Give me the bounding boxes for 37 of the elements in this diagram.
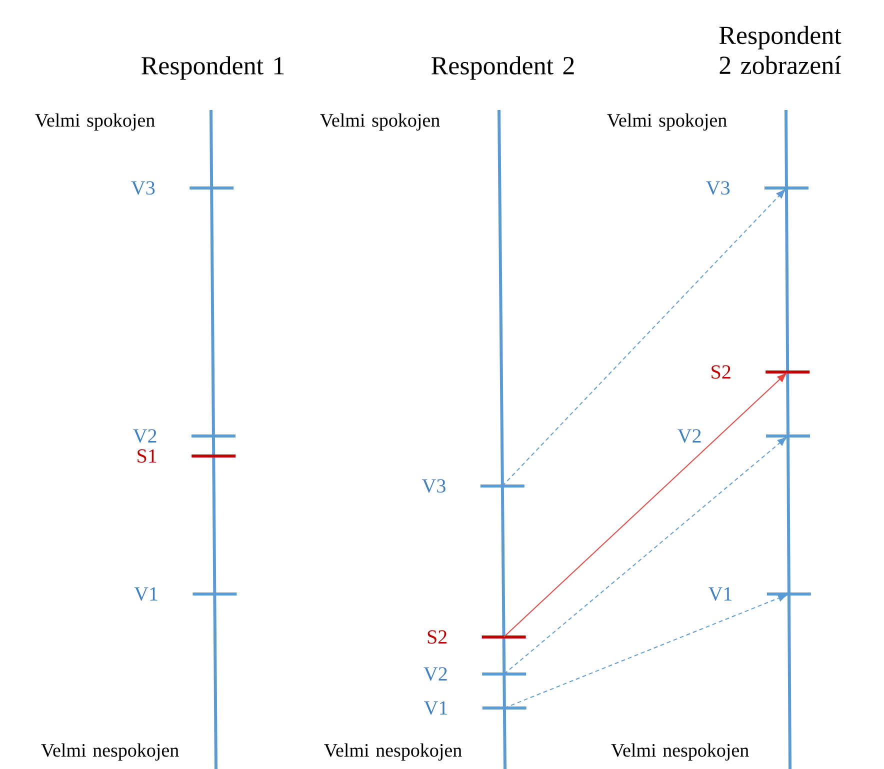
node-label: V1 [134,587,158,601]
node-label: V1 [708,587,732,601]
arrow [504,594,788,708]
node-label: S2 [428,630,446,644]
scale-end-label: Velmi spokojen [320,113,440,131]
scale-tick: S2 [712,365,810,379]
node-label: V3 [422,479,446,493]
scale-end-label: Velmi nespokojen [41,743,179,761]
scale-tick: V3 [422,479,524,493]
column-heading: Respondent 2 [432,56,574,80]
node-label: V3 [706,181,730,195]
arrow [503,372,787,638]
node-label: V2 [133,429,156,443]
column-heading: Respondent 1 [142,56,284,80]
scale-tick: V2 [678,429,810,443]
scale-end-label: Velmi spokojen [35,113,155,131]
node-label: V2 [424,667,447,681]
node-label: S2 [712,365,730,379]
arrow [504,436,787,674]
node-label: S1 [138,449,156,463]
scale-end-label: Velmi spokojen [607,113,727,131]
scale-end-label: Velmi nespokojen [324,743,462,761]
column-heading: Respondent 2 zobrazení [719,26,842,74]
scale-tick: V2 [424,667,526,681]
node-label: V3 [131,181,155,195]
scale-end-label: Velmi nespokojen [611,743,749,761]
scale-tick: S2 [428,630,526,644]
node-label: V2 [678,429,701,443]
arrow [502,189,786,486]
scale-tick: V1 [708,587,811,601]
scale-tick: S1 [138,449,236,463]
scale-tick: V3 [131,181,234,195]
scale-tick: V1 [134,587,237,601]
node-label: V1 [424,701,447,715]
scale-tick: V2 [133,429,236,443]
scale-tick: V3 [706,181,808,195]
scale-tick: V1 [424,701,526,715]
